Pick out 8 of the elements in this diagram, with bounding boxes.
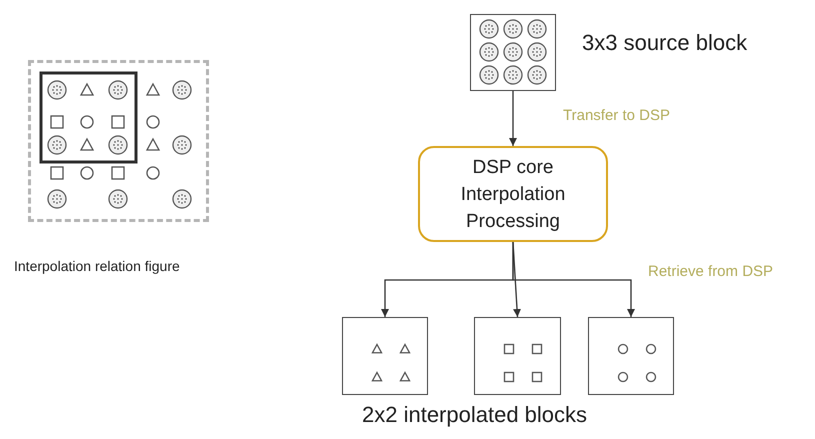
arrow [512,242,522,318]
process-box [418,146,608,242]
arrow [509,91,517,146]
group-caption: 2x2 interpolated blocks [362,402,588,428]
arrow [512,242,635,317]
node-label: 3x3 source block [582,30,748,56]
process-label: DSP core Interpolation Processing [460,156,566,234]
node-label: Interpolation relation figure [14,258,180,274]
